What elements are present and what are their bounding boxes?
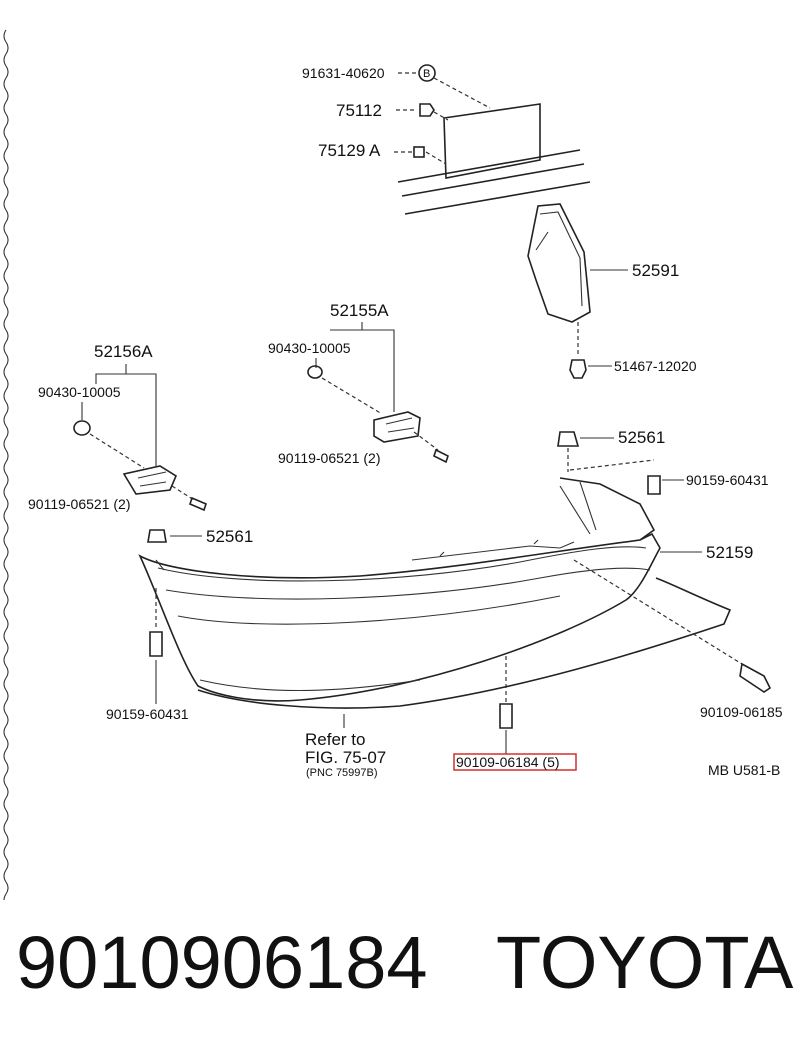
clip-75112-icon xyxy=(419,103,435,117)
label-75129a: 75129 A xyxy=(318,141,381,160)
circle-b-icon xyxy=(418,64,436,82)
bracket-52591 xyxy=(527,203,591,323)
retainer-52155a xyxy=(373,411,421,443)
label-90159-60431-right: 90159-60431 xyxy=(686,472,769,488)
footer: 9010906184 TOYOTA xyxy=(16,918,793,1008)
label-90109-06184-highlight: 90109-06184 (5) xyxy=(456,754,560,770)
bumper-cover-52159 xyxy=(138,477,661,702)
parts-diagram: 91631-40620 B 75112 75129 A 52591 51467-… xyxy=(3,29,783,900)
label-91631-40620: 91631-40620 xyxy=(302,65,385,81)
refer-line-3: (PNC 75997B) xyxy=(306,767,378,779)
clip-51467-icon xyxy=(569,359,587,379)
label-51467-12020: 51467-12020 xyxy=(614,358,697,374)
refer-line-1: Refer to xyxy=(305,730,365,749)
label-90430-10005-right: 90430-10005 xyxy=(268,340,351,356)
label-52591: 52591 xyxy=(632,261,679,280)
bolt-90119-right-icon xyxy=(433,448,449,464)
label-90119-06521-left: 90119-06521 (2) xyxy=(28,496,130,512)
label-52156a: 52156A xyxy=(94,342,153,361)
clip-75129a-icon xyxy=(413,146,425,158)
refer-line-2: FIG. 75-07 xyxy=(305,748,386,767)
label-90430-10005-left: 90430-10005 xyxy=(38,384,121,400)
label-90119-06521-right: 90119-06521 (2) xyxy=(278,450,380,466)
label-52561-right: 52561 xyxy=(618,428,665,447)
nut-90430-left-icon xyxy=(73,420,91,436)
screw-90109-06185-icon xyxy=(739,662,772,693)
part-number: 9010906184 xyxy=(16,921,428,1004)
highlight-box xyxy=(453,753,577,771)
brand-name: TOYOTA xyxy=(496,921,794,1004)
label-75112: 75112 xyxy=(336,101,382,120)
label-52155a: 52155A xyxy=(330,301,389,320)
nut-90430-right-icon xyxy=(307,365,323,379)
bolt-90119-left-icon xyxy=(189,496,207,512)
wavy-border xyxy=(3,29,9,900)
screw-90109-06184-icon xyxy=(499,703,513,729)
screw-90159-right-icon xyxy=(647,475,661,495)
trunk-panel xyxy=(397,103,591,215)
lower-molding xyxy=(197,577,732,709)
label-90159-60431-left: 90159-60431 xyxy=(106,706,189,722)
clip-52561-left-icon xyxy=(147,529,167,543)
label-52561-left: 52561 xyxy=(206,527,253,546)
clip-52561-right-icon xyxy=(557,431,580,447)
label-90109-06185: 90109-06185 xyxy=(700,704,783,720)
retainer-52156a xyxy=(122,465,178,495)
circle-b-label: B xyxy=(423,68,430,80)
label-52159: 52159 xyxy=(706,543,753,562)
figure-code: MB U581-B xyxy=(708,762,780,778)
screw-90159-left-icon xyxy=(149,631,163,657)
